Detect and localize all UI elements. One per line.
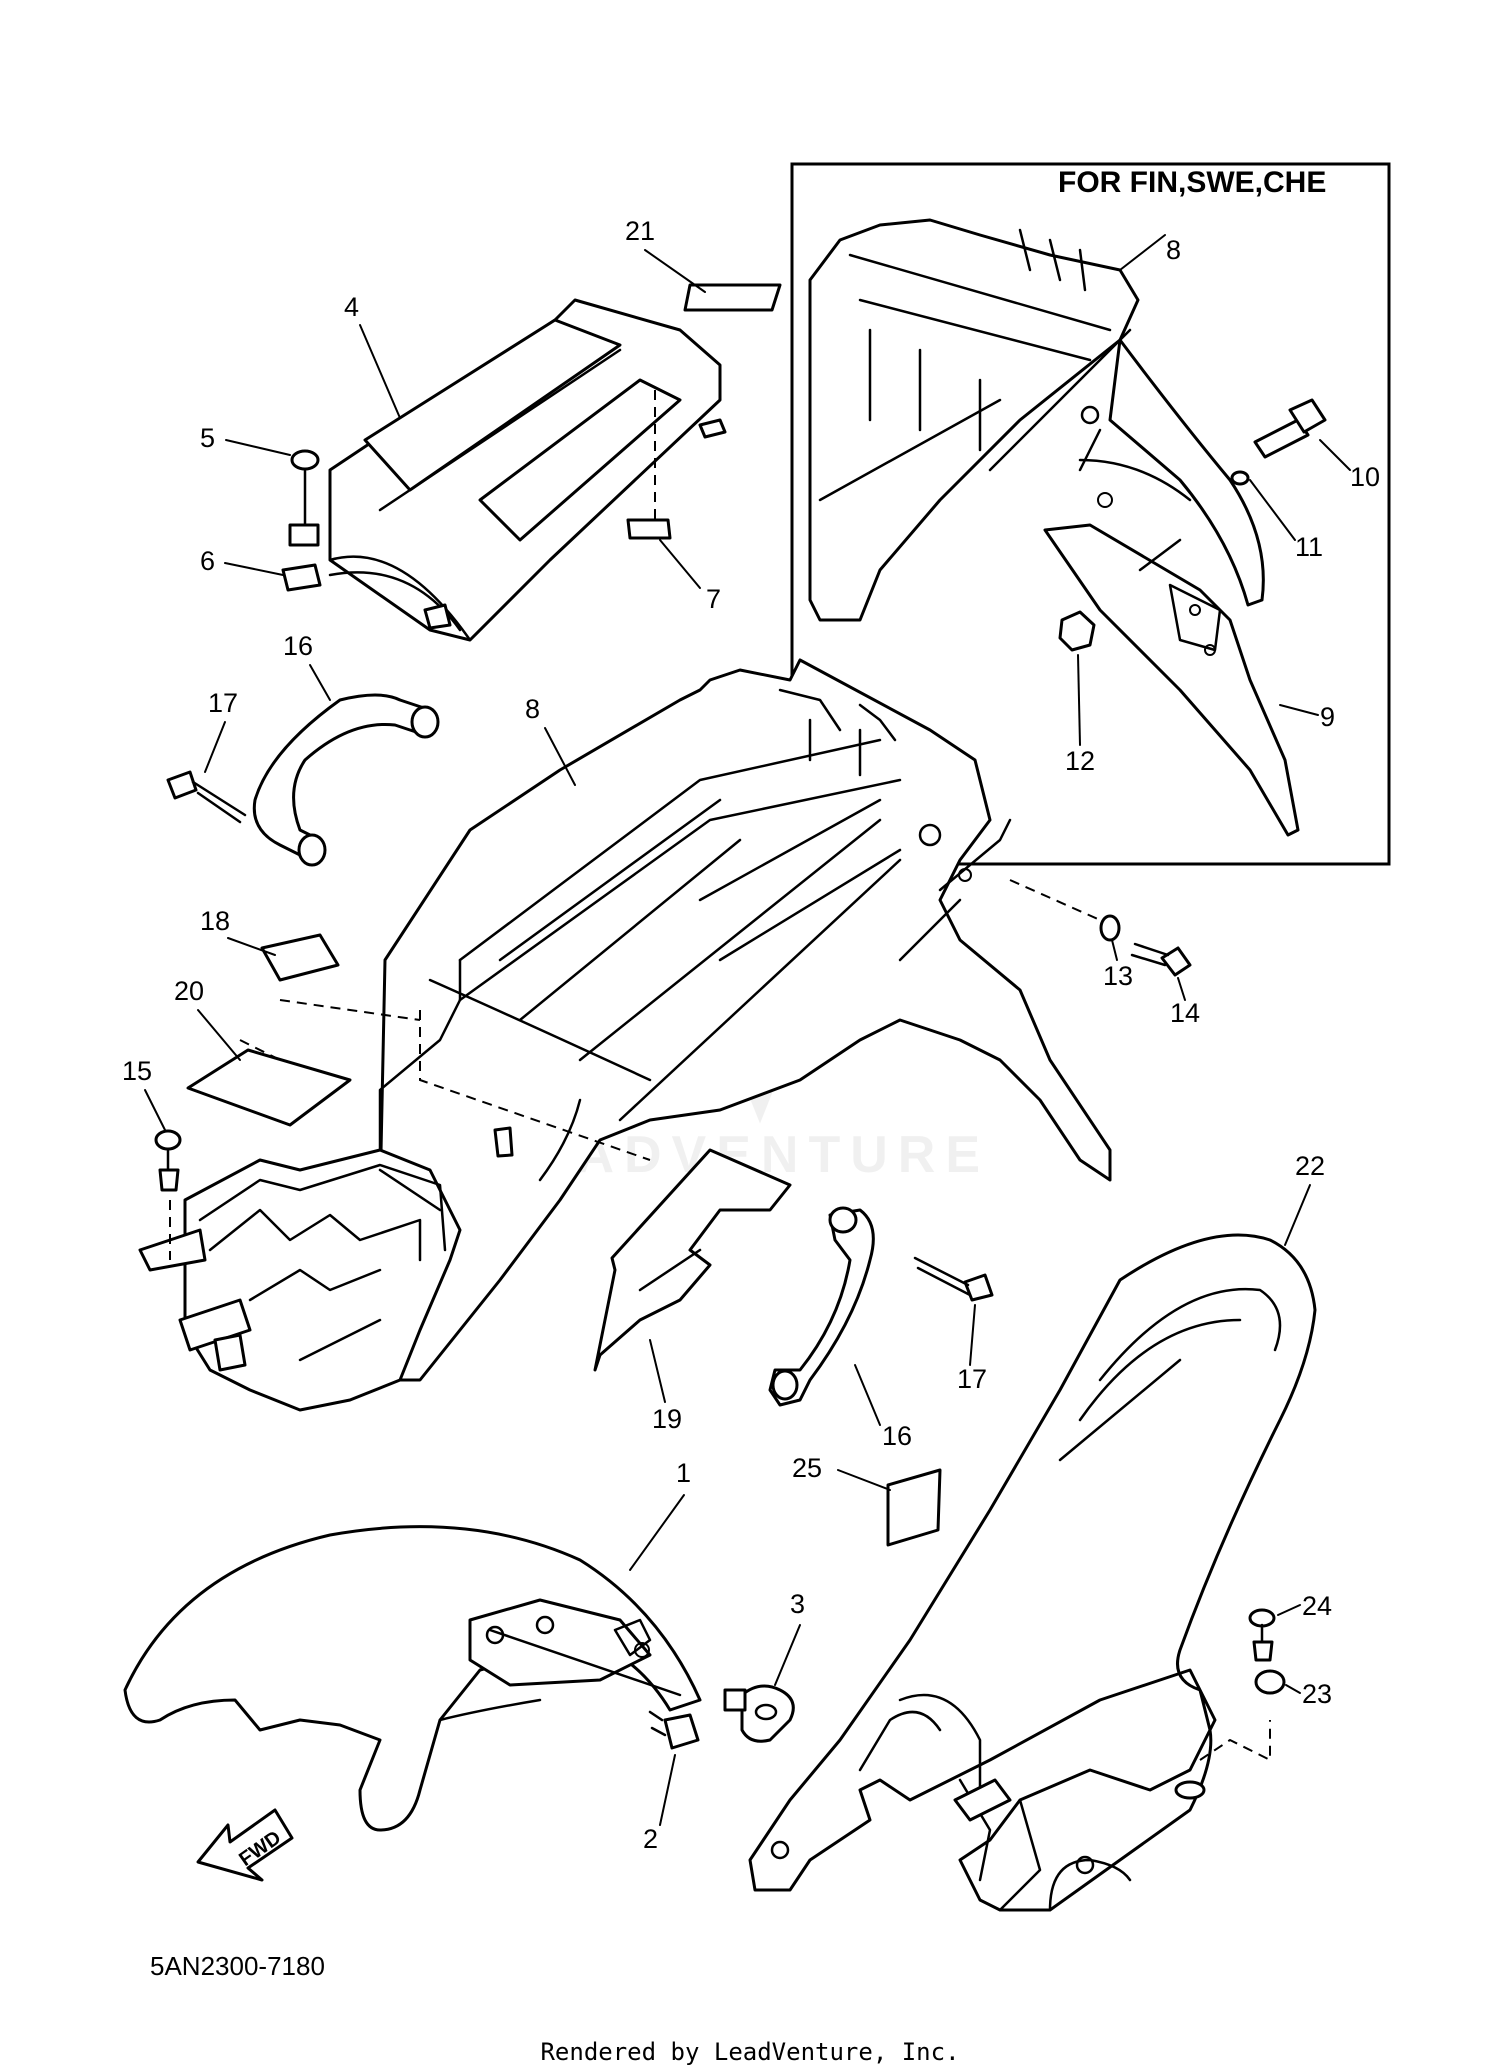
hose-clip-3	[723, 1684, 795, 1743]
callout-19: 19	[652, 1404, 682, 1434]
callout-4: 4	[344, 292, 359, 322]
callout-21: 21	[625, 216, 655, 246]
callout-2: 2	[643, 1824, 658, 1854]
inset-nut-12	[1058, 610, 1096, 652]
inset-washer-11	[1230, 470, 1250, 486]
callout-20: 20	[174, 976, 204, 1006]
pad-7	[626, 518, 672, 540]
bolt-17-left	[166, 770, 247, 824]
front-fender-1	[123, 1525, 702, 1832]
callout-16-left: 16	[283, 631, 313, 661]
band-18	[260, 933, 340, 982]
footer-credit: Rendered by LeadVenture, Inc.	[540, 2038, 960, 2066]
rear-fender-8	[239, 658, 1112, 1382]
callout-8-inset: 8	[1166, 235, 1181, 265]
callout-25: 25	[792, 1453, 822, 1483]
callout-3: 3	[790, 1589, 805, 1619]
bolt-17-right	[913, 1256, 994, 1302]
callout-9: 9	[1320, 702, 1335, 732]
callout-11: 11	[1295, 532, 1323, 562]
callout-17-left: 17	[208, 688, 238, 718]
screw-5	[288, 449, 320, 547]
callout-7: 7	[706, 584, 721, 614]
heat-guard-19	[593, 1148, 792, 1372]
callout-10: 10	[1350, 462, 1380, 492]
label-25	[886, 1468, 942, 1547]
inset-bolt-10	[1253, 398, 1327, 459]
washer-13	[1099, 914, 1121, 942]
inset-box: FOR FIN,SWE,CHE	[790, 162, 1391, 866]
bolt-2	[648, 1710, 700, 1750]
inset-title: FOR FIN,SWE,CHE	[1058, 166, 1326, 199]
diagram-code: 5AN2300-7180	[150, 1951, 325, 1981]
emblem-21	[683, 283, 782, 312]
callout-17-right: 17	[957, 1364, 987, 1394]
callout-18: 18	[200, 906, 230, 936]
callout-1: 1	[676, 1458, 691, 1488]
washer-23	[1254, 1669, 1286, 1695]
grab-bar-16-right	[768, 1206, 875, 1407]
callout-6: 6	[200, 546, 215, 576]
battery-box	[138, 1148, 462, 1412]
callout-14: 14	[1170, 998, 1200, 1028]
fwd-arrow-icon: FWD	[196, 1808, 294, 1882]
seat-cowl-4	[328, 298, 727, 642]
grab-bar-16-left	[252, 693, 440, 867]
callout-8-main: 8	[525, 694, 540, 724]
callout-5: 5	[200, 423, 215, 453]
callout-16-right: 16	[882, 1421, 912, 1451]
callout-23: 23	[1302, 1679, 1332, 1709]
bolt-14	[1130, 942, 1192, 977]
callout-12: 12	[1065, 746, 1095, 776]
nut-6	[281, 563, 322, 592]
inset-rear-fender	[808, 218, 1265, 622]
inset-mudflap-9	[1043, 523, 1300, 837]
callout-24: 24	[1302, 1591, 1332, 1621]
rear-mudguard-22	[748, 1233, 1317, 1912]
bolt-24	[1248, 1608, 1276, 1662]
bolt-15	[154, 1129, 182, 1192]
callout-13: 13	[1103, 961, 1133, 991]
callout-15: 15	[122, 1056, 152, 1086]
callout-22: 22	[1295, 1151, 1325, 1181]
battery-20	[186, 1048, 352, 1127]
